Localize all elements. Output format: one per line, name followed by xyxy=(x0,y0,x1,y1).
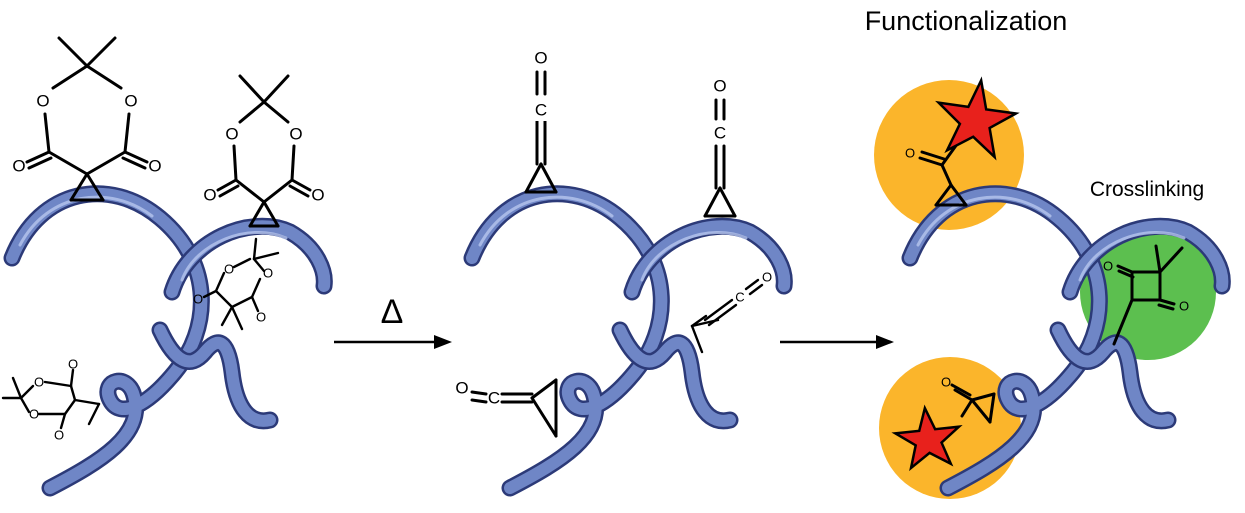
oxygen-atom: O xyxy=(311,186,324,205)
oxygen-atom: O xyxy=(225,125,238,144)
ketene-group-4: C O xyxy=(455,378,558,438)
star-icon xyxy=(935,76,1020,161)
carbon-atom: C xyxy=(714,124,726,143)
oxygen-atom: O xyxy=(124,92,137,111)
oxygen-atom: O xyxy=(534,49,547,68)
polymer-chain-1 xyxy=(3,185,333,497)
oxygen-atom: O xyxy=(29,407,39,422)
panel-1-precursor-polymer: O O O O O O O O xyxy=(1,36,333,497)
oxygen-atom: O xyxy=(1103,259,1113,274)
oxygen-atom: O xyxy=(224,262,234,277)
panel-2-ketene-polymer: C O C O C O xyxy=(455,49,793,497)
oxygen-atom: O xyxy=(1179,299,1189,314)
oxygen-atom: O xyxy=(12,157,25,176)
oxygen-atom: O xyxy=(941,375,951,390)
oxygen-atom: O xyxy=(193,292,203,307)
oxygen-atom: O xyxy=(256,310,266,325)
reaction-arrow-2 xyxy=(780,335,894,349)
carbon-atom: C xyxy=(735,290,744,305)
heat-symbol: Δ xyxy=(381,293,404,331)
oxygen-atom: O xyxy=(203,186,216,205)
meldrums-acid-group-4: O O O O xyxy=(1,357,101,443)
ketene-group-3: C O xyxy=(690,270,772,354)
functionalized-group-1: O xyxy=(905,76,1020,207)
panel-3-modified-polymer: O O O O Functionalizati xyxy=(865,6,1231,499)
oxygen-atom: O xyxy=(68,357,78,372)
oxygen-atom: O xyxy=(148,157,161,176)
oxygen-atom: O xyxy=(54,428,64,443)
star-icon xyxy=(891,404,963,472)
oxygen-atom: O xyxy=(762,270,772,285)
oxygen-atom: O xyxy=(34,375,44,390)
oxygen-atom: O xyxy=(713,77,726,96)
carbon-atom: C xyxy=(535,101,547,120)
crosslinking-circle xyxy=(1080,224,1216,360)
functionalization-label: Functionalization xyxy=(865,6,1068,36)
oxygen-atom: O xyxy=(36,92,49,111)
oxygen-atom: O xyxy=(263,266,273,281)
ketene-group-2: C O xyxy=(703,77,737,218)
ketene-group-1: C O xyxy=(524,49,558,194)
meldrums-acid-group-1: O O O O xyxy=(12,36,162,202)
oxygen-atom: O xyxy=(905,146,915,161)
crosslinking-label: Crosslinking xyxy=(1090,178,1204,201)
meldrums-acid-group-2: O O O O xyxy=(203,74,325,228)
polymer-chain-2 xyxy=(463,185,793,497)
crosslink-group: O O xyxy=(1103,244,1189,346)
heat-reaction-arrow: Δ xyxy=(334,293,452,349)
meldrums-acid-group-3: O O O O xyxy=(193,237,280,331)
functionalized-group-2: O xyxy=(891,375,996,472)
oxygen-atom: O xyxy=(455,379,468,398)
oxygen-atom: O xyxy=(289,125,302,144)
carbon-atom: C xyxy=(488,389,500,408)
polymer-chain-3 xyxy=(901,185,1231,497)
